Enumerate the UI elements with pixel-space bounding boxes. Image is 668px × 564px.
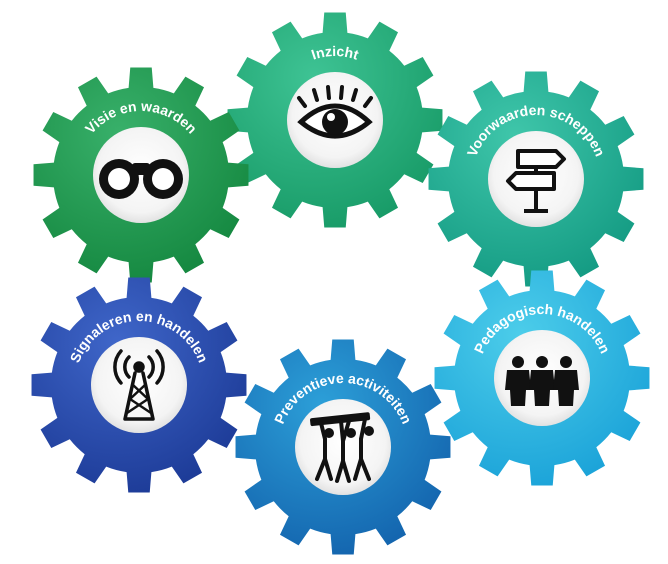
gear-label-inzicht: Inzicht [309,43,361,63]
eye-icon [297,85,373,139]
gear-visie-en-waarden: Visie en waarden [33,67,249,283]
gear-preventieve-activiteiten: Preventieve activiteiten [235,339,451,555]
antenna-tower-icon [113,349,165,421]
gear-pedagogisch-handelen: Pedagogisch handelen [434,270,650,486]
binoculars-icon [99,159,183,199]
gear-voorwaarden-scheppen: Voorwaarden scheppen [428,71,644,287]
signpost-icon [506,149,566,213]
group-people-icon [505,356,579,406]
gear-signaleren-en-handelen: Signaleren en handelen [31,277,247,493]
svg-text:Inzicht: Inzicht [309,43,361,63]
people-lifting-icon [310,412,374,483]
gear-inzicht: Inzicht [227,12,443,228]
